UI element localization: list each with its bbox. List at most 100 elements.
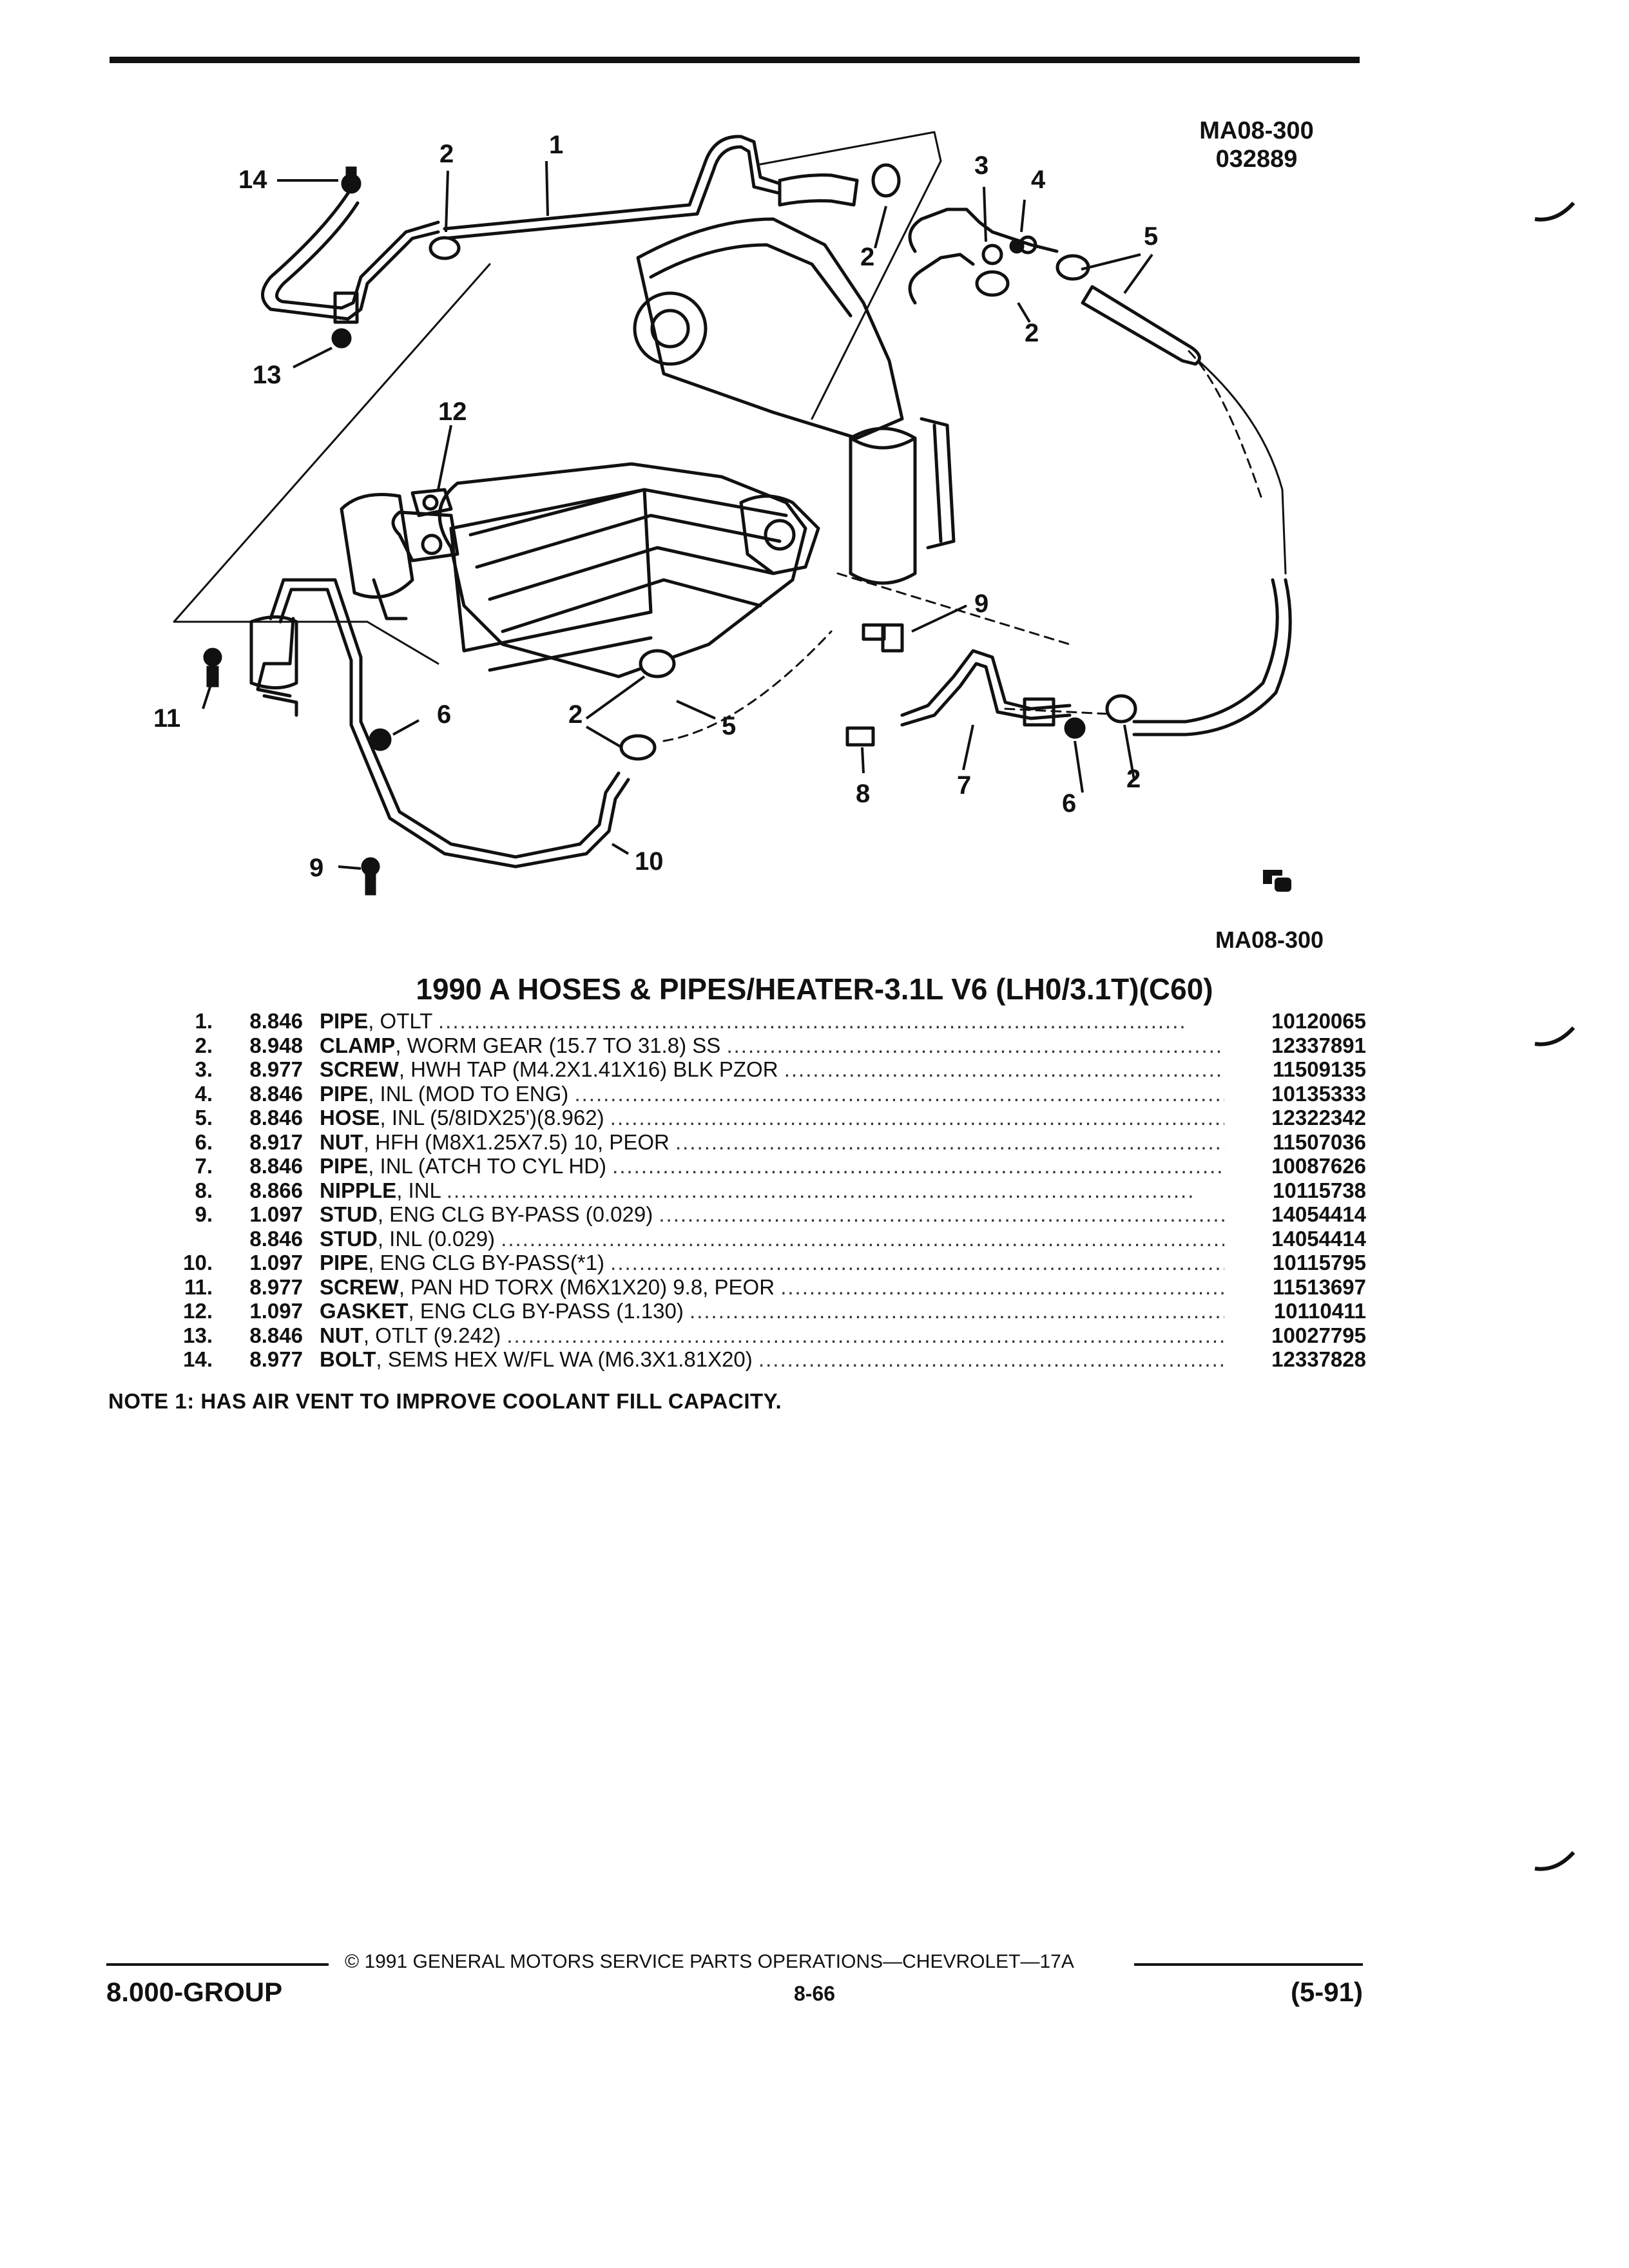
part-13-nut <box>331 328 352 349</box>
part-12-gasket <box>410 488 453 517</box>
part-7-pipe <box>900 649 1072 717</box>
part-8-nipple <box>845 726 875 747</box>
callout-8: 8 <box>856 780 870 808</box>
part-2-clamp-e <box>619 734 657 761</box>
part-detail: , ENG CLG BY-PASS(*1) <box>368 1251 604 1274</box>
group-number: 1.097 <box>249 1202 303 1226</box>
part-description: SCREW, HWH TAP (M4.2X1.41X16) BLK PZOR .… <box>320 1057 1224 1081</box>
callout-14: 14 <box>238 166 267 194</box>
heater-core-fitting <box>633 291 708 366</box>
part-detail: , INL (ATCH TO CYL HD) <box>368 1154 606 1178</box>
part-description: HOSE, INL (5/8IDX25')(8.962) ...........… <box>320 1106 1224 1129</box>
part-detail: , ENG CLG BY-PASS (1.130) <box>408 1299 684 1323</box>
part-number: 14054414 <box>1271 1202 1366 1226</box>
part-detail: , OTLT (9.242) <box>363 1323 501 1347</box>
callout-5b: 5 <box>722 712 736 740</box>
group-number: 8.846 <box>249 1154 303 1178</box>
part-detail: , INL (5/8IDX25')(8.962) <box>380 1106 604 1129</box>
callout-1: 1 <box>549 131 563 159</box>
group-number: 8.977 <box>249 1347 303 1371</box>
part-detail: , SEMS HEX W/FL WA (M6.3X1.81X20) <box>376 1347 753 1371</box>
callout-2b: 2 <box>860 243 874 271</box>
part-name: STUD <box>320 1202 378 1226</box>
part-description: SCREW, PAN HD TORX (M6X1X20) 9.8, PEOR .… <box>320 1274 1224 1299</box>
part-description: PIPE, INL (MOD TO ENG) .................… <box>320 1081 1224 1106</box>
part-number: 14054414 <box>1271 1226 1366 1251</box>
group-number: 8.977 <box>249 1057 303 1081</box>
group-number: 8.846 <box>249 1009 303 1033</box>
view-symbol-icon <box>1263 870 1291 892</box>
part-name: PIPE <box>320 1251 369 1274</box>
group-number: 8.866 <box>249 1178 303 1202</box>
part-name: SCREW <box>320 1274 399 1299</box>
binder-mark-icon <box>1534 1850 1576 1871</box>
item-number: 9. <box>195 1202 213 1226</box>
part-description: NUT, HFH (M8X1.25X7.5) 10, PEOR ........… <box>320 1129 1224 1154</box>
footnote: NOTE 1: HAS AIR VENT TO IMPROVE COOLANT … <box>108 1389 782 1413</box>
group-number: 8.846 <box>249 1226 303 1251</box>
item-number: 7. <box>195 1154 213 1178</box>
footer-rule-right <box>1134 1963 1363 1966</box>
top-rule <box>110 57 1360 63</box>
callout-2c: 2 <box>1025 319 1039 347</box>
part-name: NIPPLE <box>320 1178 397 1202</box>
binder-mark-icon <box>1534 201 1576 222</box>
part-detail: , OTLT <box>368 1009 432 1033</box>
part-2-clamp-f <box>1105 694 1137 724</box>
part-number: 10115795 <box>1272 1251 1366 1274</box>
part-6-nut-left <box>369 728 392 751</box>
part-2-clamp-b <box>871 163 901 198</box>
item-number: 2. <box>195 1033 213 1057</box>
part-5-lower-hose <box>1132 578 1279 724</box>
part-14-bracket <box>333 291 359 324</box>
part-name: PIPE <box>320 1154 369 1178</box>
diagram-ref-date: 032889 <box>1215 146 1298 173</box>
part-11-screw <box>203 648 222 667</box>
accumulator-canister <box>849 427 917 585</box>
callout-7: 7 <box>957 771 971 800</box>
part-5-upper-hose <box>1081 285 1201 366</box>
item-number: 10. <box>183 1251 213 1274</box>
part-detail: , INL (MOD TO ENG) <box>368 1081 569 1106</box>
callout-6b: 6 <box>1062 789 1076 818</box>
diagram-ref-code-bottom: MA08-300 <box>1215 927 1324 953</box>
part-description: CLAMP, WORM GEAR (15.7 TO 31.8) SS .....… <box>320 1033 1224 1057</box>
part-name: BOLT <box>320 1347 376 1371</box>
item-number: 5. <box>195 1106 213 1129</box>
part-11-bracket <box>249 615 298 689</box>
parts-row: 11. 8.977 SCREW, PAN HD TORX (M6X1X20) 9.8… <box>148 1275 1366 1300</box>
callout-2e: 2 <box>1126 765 1141 793</box>
part-7-fitting <box>1023 697 1055 727</box>
part-number: 10087626 <box>1271 1154 1366 1178</box>
footer-rule-left <box>106 1963 329 1966</box>
part-description: PIPE, ENG CLG BY-PASS(*1) ..............… <box>320 1251 1224 1274</box>
callout-10: 10 <box>635 847 664 876</box>
item-number: 4. <box>195 1081 213 1106</box>
part-detail: , HWH TAP (M4.2X1.41X16) BLK PZOR <box>398 1057 778 1081</box>
part-description: GASKET, ENG CLG BY-PASS (1.130) ........… <box>320 1299 1224 1323</box>
diagram-ref-code: MA08-300 <box>1199 117 1314 144</box>
part-1-hose-end <box>778 173 859 207</box>
part-9-stud-upper <box>881 623 904 653</box>
part-2-clamp-c <box>975 270 1010 297</box>
group-number: 8.977 <box>249 1274 303 1299</box>
page-title: 1990 A HOSES & PIPES/HEATER-3.1L V6 (LH0… <box>416 972 1213 1006</box>
item-number: 12. <box>183 1299 213 1323</box>
part-name: STUD <box>320 1226 378 1251</box>
part-detail: , HFH (M8X1.25X7.5) 10, PEOR <box>363 1129 670 1154</box>
item-number: 11. <box>184 1274 213 1299</box>
engine-heater-box <box>636 217 904 440</box>
item-number: 13. <box>183 1323 213 1347</box>
part-14-hose <box>261 191 440 321</box>
callout-9a: 9 <box>974 590 988 618</box>
copyright-line: © 1991 GENERAL MOTORS SERVICE PARTS OPER… <box>345 1951 1074 1972</box>
